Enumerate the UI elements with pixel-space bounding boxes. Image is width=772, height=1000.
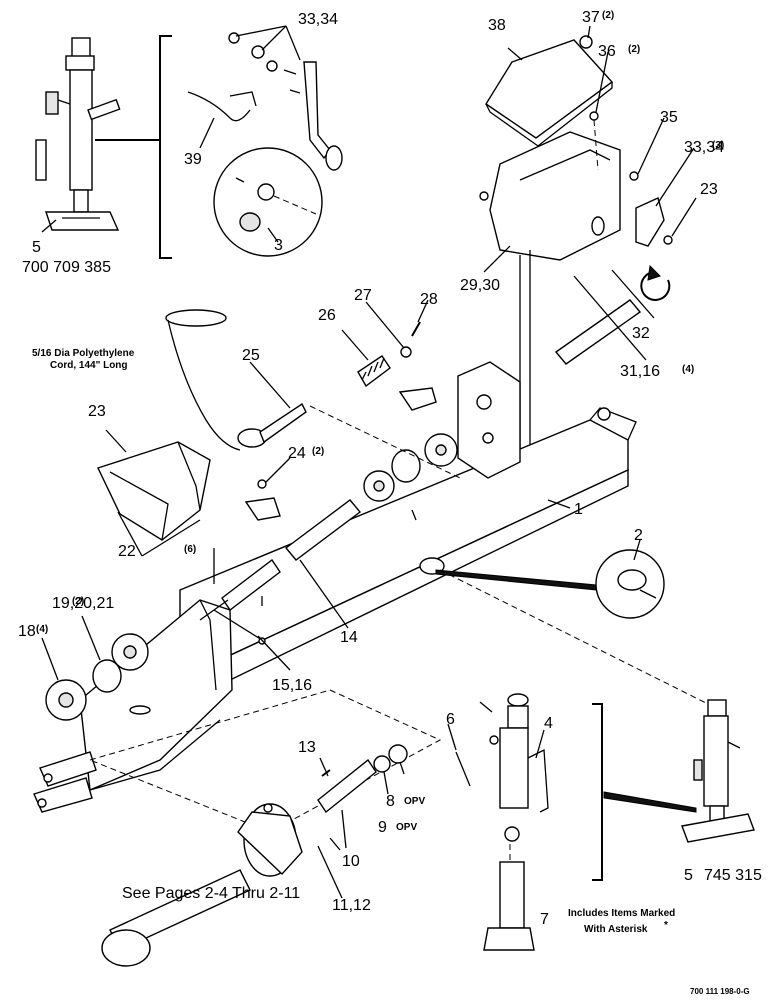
callout-39: 39 (184, 151, 202, 168)
shield-bracket-28 (489, 131, 621, 480)
callout-25: 26 (318, 307, 336, 324)
callout-4: 4 (544, 715, 553, 732)
callout-13: 13 (298, 739, 316, 756)
callout-labels: 33,34 39 3 5 700 709 385 38 37 (2) 36 (2… (18, 9, 762, 996)
qty-35: (2) (628, 44, 640, 55)
callout-35: 36 (598, 43, 616, 60)
callout-19-20-21: 22 (118, 543, 136, 560)
figure-code: 700 111 198-0-G (690, 987, 750, 996)
qty-17: (4) (36, 624, 48, 635)
opv-9: OPV (396, 822, 417, 833)
callout-14: 14 (340, 629, 358, 646)
callout-38: 33,34 (298, 11, 338, 28)
callout-24: 25 (242, 347, 260, 364)
asterisk-mark: * (664, 920, 668, 931)
pto-shaft-illustration (101, 803, 341, 967)
leader-lines (41, 25, 697, 899)
see-pages-note: See Pages 2-4 Thru 2-11 (122, 885, 300, 902)
callout-22: 23 (88, 403, 106, 420)
callout-32: 33,34 (684, 139, 724, 156)
qty-18: (2) (72, 596, 84, 607)
spring-25-pin-26-27 (357, 321, 437, 411)
part-number-top: 700 709 385 (22, 259, 111, 276)
jack-illustration-bottom (681, 699, 755, 843)
drive-shafts (199, 299, 642, 621)
collar-2-detail (617, 569, 657, 599)
callout-6: 6 (446, 711, 455, 728)
bracket-bottom (592, 703, 603, 881)
callout-8: 8 (386, 793, 395, 810)
callout-15-16: 15,16 (272, 677, 312, 694)
bracket-top (159, 35, 172, 259)
callout-2: 2 (634, 527, 643, 544)
qty-29: (4) (682, 364, 694, 375)
callout-26: 27 (354, 287, 372, 304)
tongue-frame-1 (33, 407, 637, 813)
callout-5-bottom: 5 (684, 867, 693, 884)
qty-36: (2) (602, 10, 614, 21)
cord-note-line1: 5/16 Dia Polyethylene (32, 348, 135, 359)
bracket-23-small (244, 479, 281, 521)
qty-19: (6) (184, 544, 196, 555)
rotation-arrowhead (647, 264, 661, 281)
jack-leader-dash (439, 569, 713, 707)
qty-23: (2) (312, 446, 324, 457)
callout-5-top: 5 (32, 239, 41, 256)
callout-33-34: 35 (660, 109, 678, 126)
callout-37: 38 (488, 17, 506, 34)
callout-23-left: 24 (288, 445, 306, 462)
cord-note-line2: Cord, 144" Long (50, 360, 128, 371)
driveline-phantom-outline (88, 689, 442, 833)
callout-29-30: 31,16 (620, 363, 660, 380)
callout-17: 18 (18, 623, 36, 640)
shield-cover-37 (485, 39, 614, 147)
detail-circle-contents (235, 177, 317, 232)
jack-stand-4-7 (455, 693, 549, 951)
part-number-bottom: 745 315 (704, 867, 762, 884)
callout-7: 7 (540, 911, 549, 928)
callout-10: 10 (342, 853, 360, 870)
gearbox-mount-plate (457, 361, 521, 479)
shield-hardware (479, 35, 673, 247)
jack-illustration-top (35, 37, 121, 231)
callout-31-16: 32 (632, 325, 650, 342)
callout-28: 29,30 (460, 277, 500, 294)
jack-pointer-bottom (603, 791, 697, 813)
callout-9: 9 (378, 819, 387, 836)
asterisk-note-line2: With Asterisk (584, 924, 648, 935)
callout-18: 19,20,21 (52, 595, 114, 612)
rotation-arrow (640, 271, 671, 301)
hitch-pin-24-and-cord (165, 309, 461, 479)
crank-and-pins-illustration (228, 32, 343, 171)
callout-27: 28 (420, 291, 438, 308)
collar-2-on-tongue (419, 557, 597, 591)
asterisk-note-line1: Includes Items Marked (568, 908, 675, 919)
callout-3: 3 (274, 237, 283, 254)
callout-1: 1 (574, 501, 583, 518)
rear-bracket-22 (97, 441, 211, 541)
detail-circle (213, 147, 323, 257)
chain-illustration (187, 91, 257, 122)
driveline-bearings (45, 433, 458, 721)
callout-11-12: 11,12 (332, 897, 371, 914)
callout-23-right: 23 (700, 181, 718, 198)
qty-32: (3) (712, 140, 724, 151)
opv-8: OPV (404, 796, 425, 807)
callout-36: 37 (582, 9, 600, 26)
